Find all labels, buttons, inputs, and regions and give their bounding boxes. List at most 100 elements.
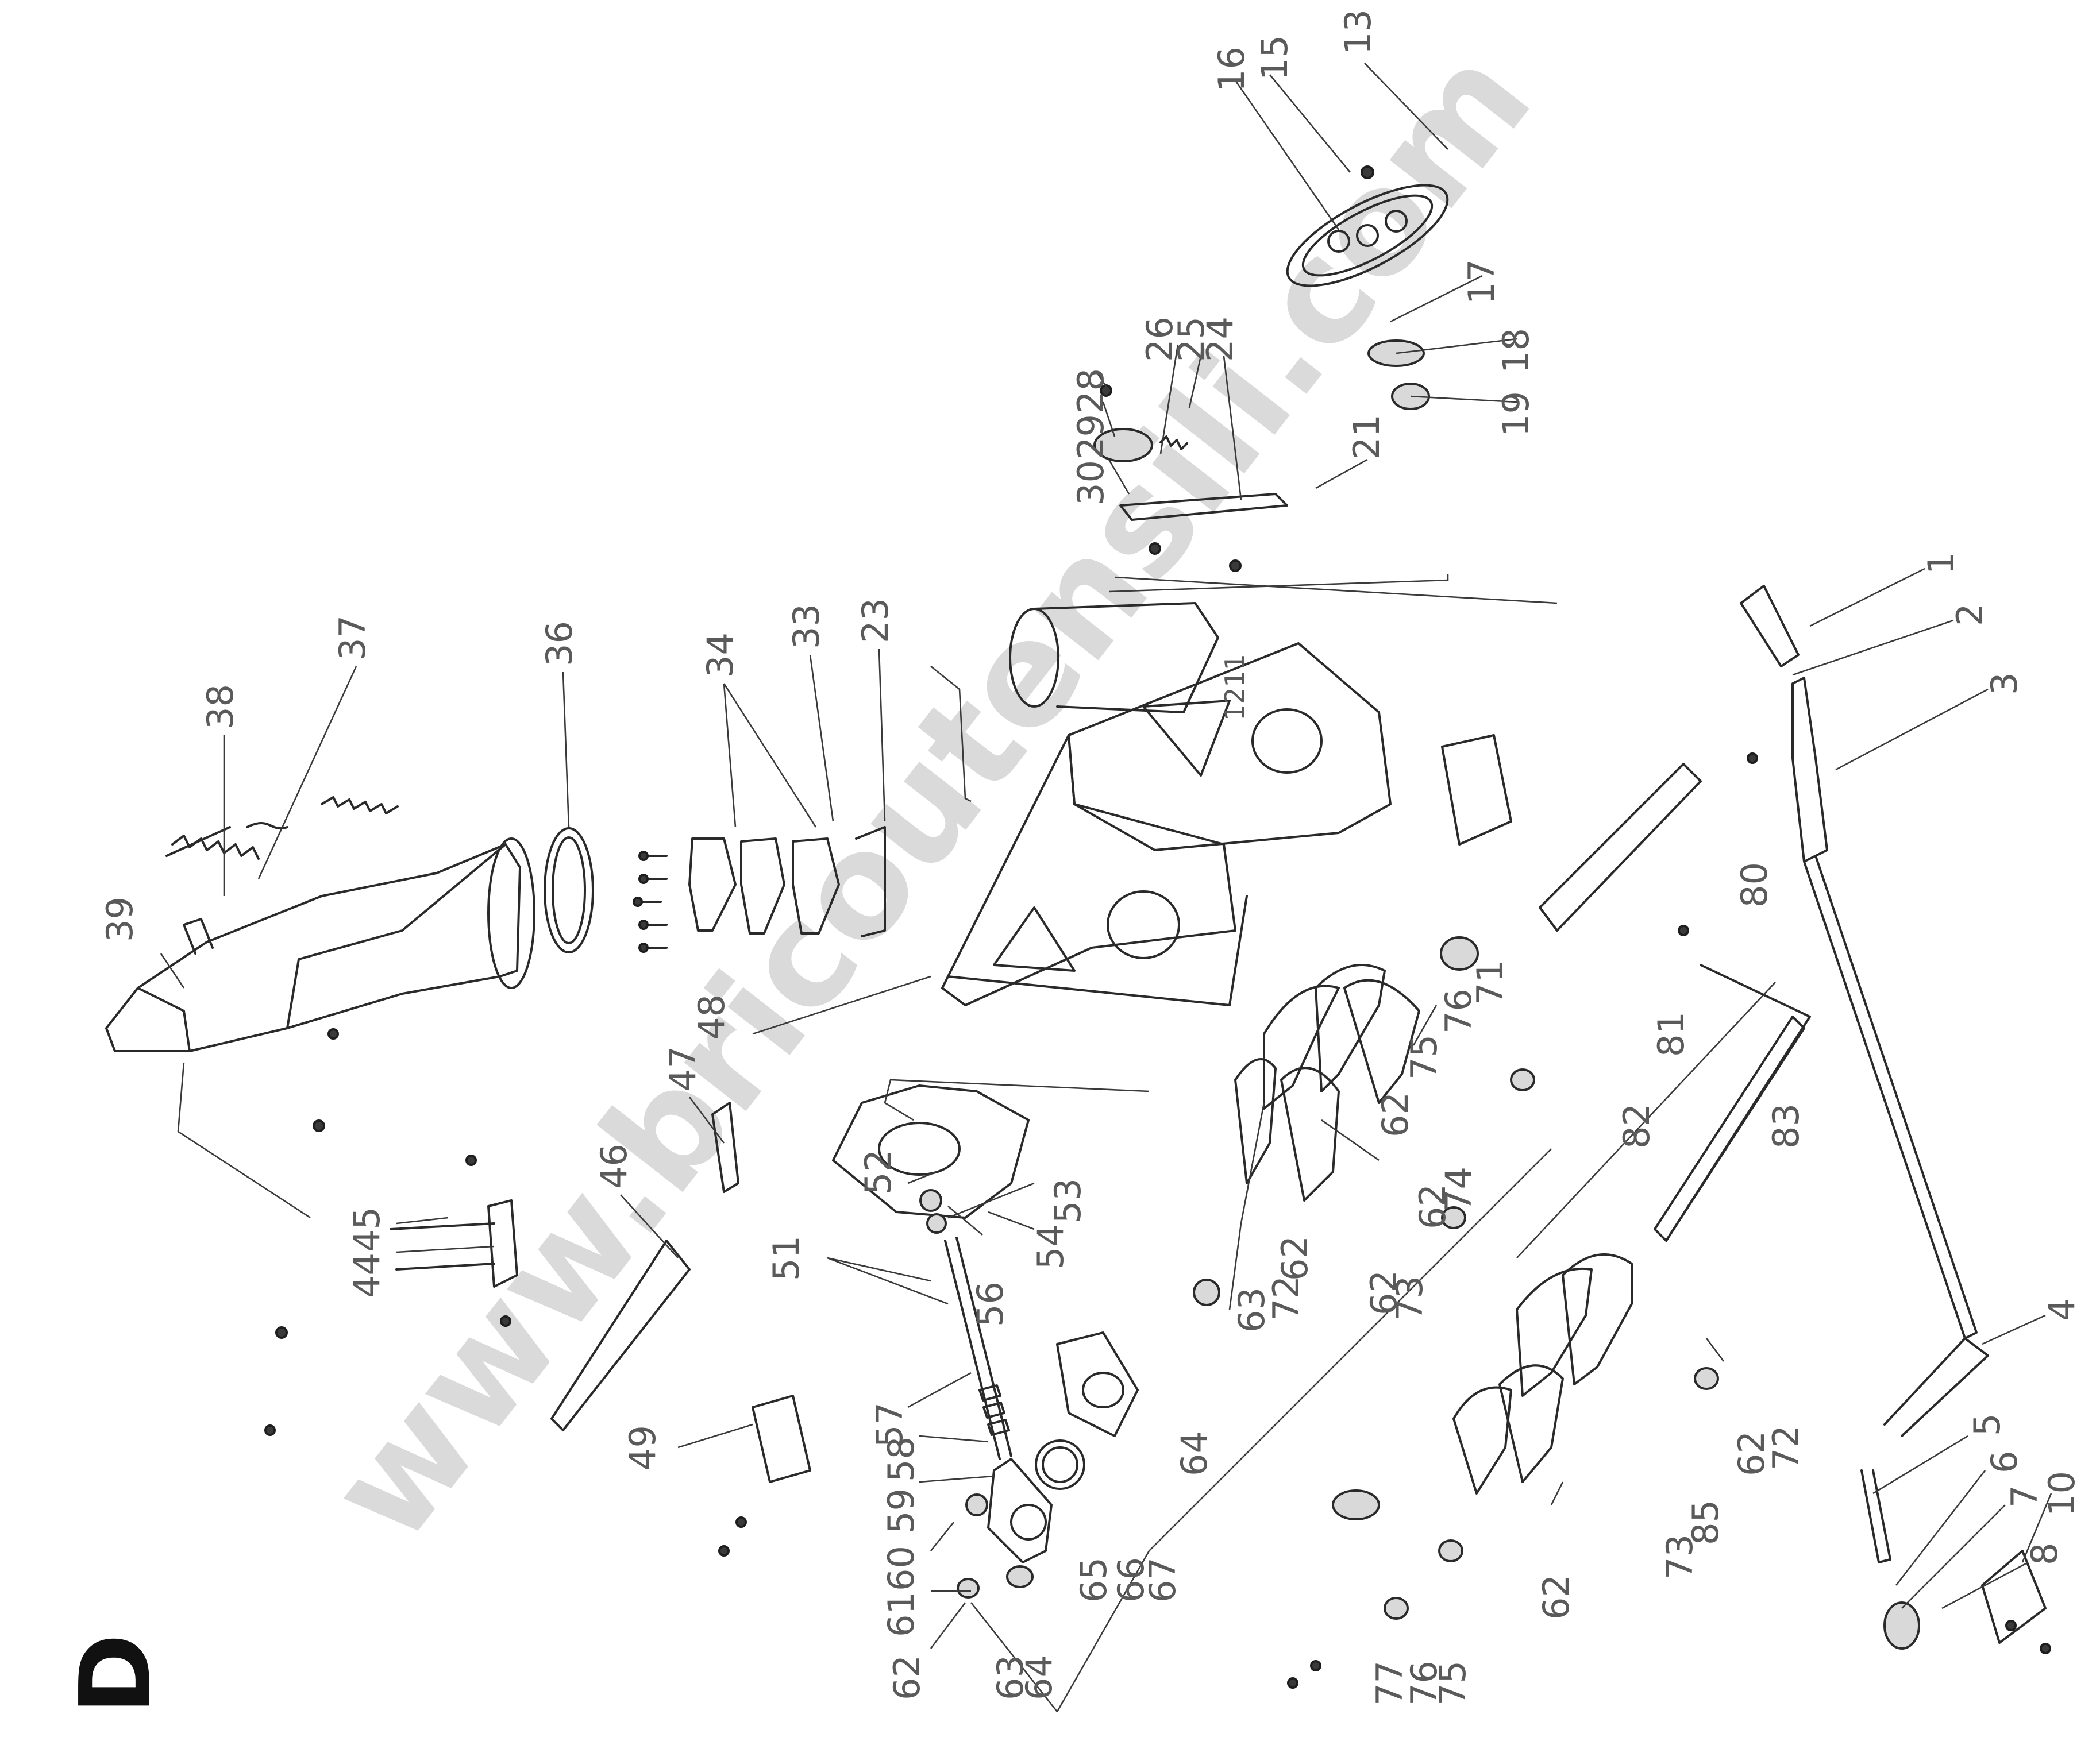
callout-52: 52 xyxy=(857,1149,899,1195)
callout-65: 65 xyxy=(1073,1557,1115,1603)
callout-30: 30 xyxy=(1070,460,1112,505)
callout-60: 60 xyxy=(880,1546,922,1591)
chute-rod xyxy=(390,1222,495,1271)
callout-81: 81 xyxy=(1650,1012,1692,1057)
callout-45: 45 xyxy=(346,1207,388,1252)
callout-13: 13 xyxy=(1337,9,1379,55)
callout-51: 51 xyxy=(765,1236,807,1281)
scraper-bar xyxy=(1654,1016,1805,1242)
callout-59: 59 xyxy=(880,1488,922,1534)
flange-plates xyxy=(688,826,886,937)
auger-housing xyxy=(941,602,1392,1006)
assembly-leaders xyxy=(177,574,1776,1712)
callout-62-a: 62 xyxy=(886,1655,928,1700)
auger-flights-lower xyxy=(1452,1253,1633,1495)
callout-58: 58 xyxy=(880,1437,922,1482)
callout-53: 53 xyxy=(1047,1178,1089,1223)
callout-72-a: 72 xyxy=(1265,1276,1307,1321)
callout-71: 71 xyxy=(1469,960,1511,1005)
callout-56: 56 xyxy=(969,1281,1011,1327)
tensioner xyxy=(1093,428,1288,521)
callout-67: 67 xyxy=(1142,1557,1184,1603)
callout-33: 33 xyxy=(785,604,827,649)
callout-57: 57 xyxy=(869,1402,911,1447)
chute-ring-inner xyxy=(552,836,586,944)
callout-38: 38 xyxy=(199,684,241,729)
callout-2: 2 xyxy=(1949,604,1991,626)
callout-3: 3 xyxy=(1983,673,2025,695)
callout-63-b: 63 xyxy=(989,1655,1031,1700)
callout-62-e: 62 xyxy=(1363,1270,1405,1315)
lower-rod-assembly xyxy=(1860,1337,2047,1650)
callout-leaders xyxy=(160,63,2052,1649)
chute-crank xyxy=(550,1240,691,1431)
discharge-chute xyxy=(105,821,535,1052)
worm-gear xyxy=(1035,1439,1085,1490)
callout-85: 85 xyxy=(1685,1500,1727,1545)
auger-flights-upper xyxy=(1234,964,1420,1202)
callout-34: 34 xyxy=(699,632,741,678)
callout-37: 37 xyxy=(332,615,373,661)
callout-73-a: 73 xyxy=(1389,1276,1431,1321)
skid-shoe-left xyxy=(752,1395,811,1483)
callout-39: 39 xyxy=(99,897,141,942)
callout-47: 47 xyxy=(662,1046,704,1091)
callout-19: 19 xyxy=(1495,391,1537,437)
callout-7: 7 xyxy=(2003,1485,2045,1508)
callout-77: 77 xyxy=(1369,1661,1411,1706)
callout-62-g: 62 xyxy=(1535,1574,1577,1620)
callout-48: 48 xyxy=(691,994,733,1040)
chute-spring xyxy=(171,835,260,860)
parts xyxy=(105,165,2051,1712)
watermark: www.bricoutensili.com xyxy=(297,18,1563,1572)
callouts: 1 2 3 4 5 6 7 8 10 13 15 16 17 18 19 21 … xyxy=(99,9,2083,1706)
callout-49: 49 xyxy=(622,1425,664,1470)
callout-72-b: 72 xyxy=(1765,1425,1807,1470)
callout-36: 36 xyxy=(538,621,580,666)
callout-54: 54 xyxy=(1030,1224,1072,1269)
callout-25: 25 xyxy=(1170,316,1212,362)
callout-74: 74 xyxy=(1438,1167,1479,1212)
callout-1211: 1211 xyxy=(1219,654,1250,721)
callout-23: 23 xyxy=(854,598,896,643)
callout-75-a: 75 xyxy=(1403,1034,1445,1080)
callout-62-f: 62 xyxy=(1731,1431,1773,1476)
callout-80: 80 xyxy=(1733,862,1775,908)
callout-62-b: 62 xyxy=(1274,1236,1316,1281)
callout-64-a: 64 xyxy=(1173,1431,1215,1476)
callout-18: 18 xyxy=(1495,328,1537,373)
callout-4: 4 xyxy=(2041,1299,2083,1321)
pulley xyxy=(1286,184,1449,287)
callout-46: 46 xyxy=(593,1144,635,1189)
crank-handle xyxy=(1740,585,1978,1339)
side-plate xyxy=(1441,734,1702,932)
callout-66: 66 xyxy=(1110,1557,1152,1603)
chute-cable xyxy=(321,796,399,814)
callout-17: 17 xyxy=(1461,259,1502,304)
callout-63-a: 63 xyxy=(1231,1287,1273,1333)
callout-6: 6 xyxy=(1983,1451,2025,1473)
callout-15: 15 xyxy=(1254,35,1296,80)
callout-26: 26 xyxy=(1139,316,1181,362)
callout-62-d: 62 xyxy=(1412,1184,1454,1229)
callout-61: 61 xyxy=(880,1592,922,1637)
flange-bolts xyxy=(633,851,668,953)
callout-76-a: 76 xyxy=(1438,989,1479,1034)
chute-ring xyxy=(544,827,594,953)
skid-shoe-upper xyxy=(711,1102,739,1193)
callout-62-c: 62 xyxy=(1374,1092,1416,1137)
callout-28: 28 xyxy=(1070,368,1112,414)
callout-16: 16 xyxy=(1211,47,1253,92)
callout-82: 82 xyxy=(1616,1103,1658,1149)
fasteners xyxy=(264,165,2051,1689)
callout-64-b: 64 xyxy=(1018,1655,1060,1700)
drive-shaft xyxy=(919,1189,1012,1460)
callout-1: 1 xyxy=(1920,552,1962,574)
callout-83: 83 xyxy=(1765,1103,1807,1149)
callout-5: 5 xyxy=(1966,1414,2008,1436)
callout-75-b: 75 xyxy=(1432,1661,1474,1706)
callout-29: 29 xyxy=(1070,414,1112,460)
callout-73-b: 73 xyxy=(1659,1534,1701,1580)
impeller xyxy=(832,1084,1030,1219)
